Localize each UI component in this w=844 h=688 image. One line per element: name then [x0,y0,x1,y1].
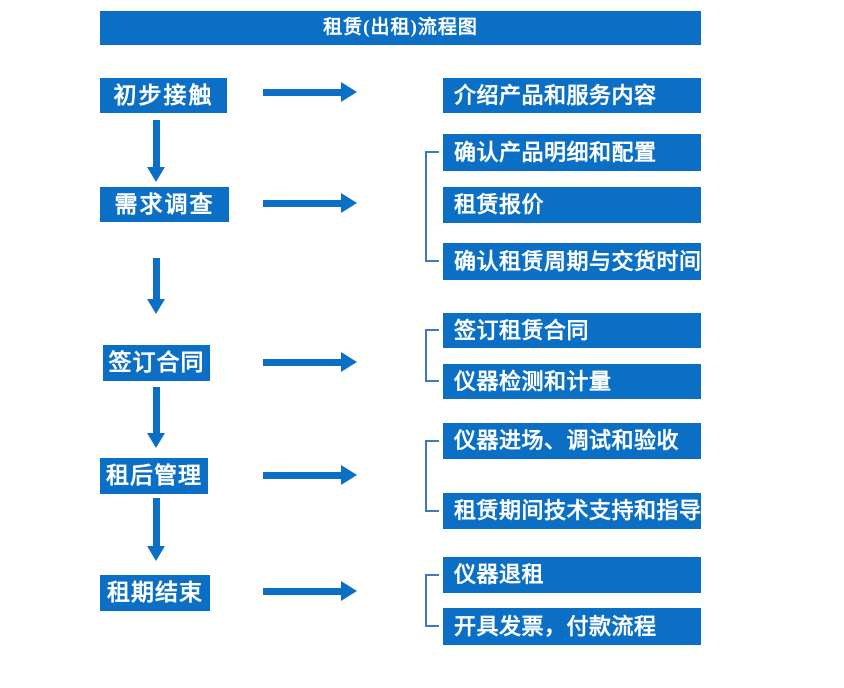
down-arrow [147,387,165,448]
down-arrow [147,498,165,561]
stage-box-post-rental-management: 租后管理 [100,458,208,494]
detail-box-rental-quote: 租赁报价 [443,187,701,223]
group-bracket [425,151,439,262]
right-arrow [263,465,357,485]
detail-box-introduce-products: 介绍产品和服务内容 [443,78,701,113]
group-bracket [425,329,439,382]
stage-box-sign-contract: 签订合同 [103,345,210,381]
stage-box-initial-contact: 初步接触 [100,78,227,113]
detail-box-sign-rental-contract: 签订租赁合同 [443,313,701,348]
group-bracket [425,574,439,627]
right-arrow [263,193,357,213]
detail-box-tech-support: 租赁期间技术支持和指导 [443,493,701,529]
stage-box-requirement-survey: 需求调查 [100,187,229,222]
group-bracket [425,440,439,512]
detail-box-invoice-payment: 开具发票，付款流程 [443,608,701,645]
detail-box-instrument-testing: 仪器检测和计量 [443,364,701,399]
down-arrow [147,258,165,314]
down-arrow [147,120,165,182]
right-arrow [263,352,357,372]
detail-box-confirm-product-details: 确认产品明细和配置 [443,134,701,171]
right-arrow [263,82,357,102]
right-arrow [263,581,357,601]
detail-box-instrument-return: 仪器退租 [443,557,701,593]
detail-box-confirm-rental-period: 确认租赁周期与交货时间 [443,243,701,280]
detail-box-instrument-setup-acceptance: 仪器进场、调试和验收 [443,423,701,459]
stage-box-rental-end: 租期结束 [100,575,210,611]
flowchart-title: 租赁(出租)流程图 [100,11,701,45]
